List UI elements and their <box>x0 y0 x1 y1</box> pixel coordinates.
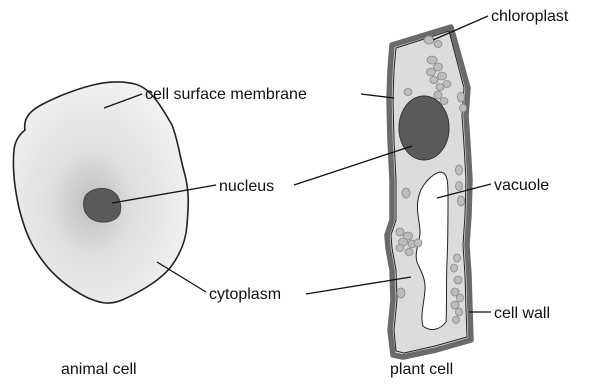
chloroplast <box>396 228 404 236</box>
chloroplast <box>434 91 442 99</box>
chloroplast <box>456 308 463 316</box>
chloroplast <box>396 245 404 252</box>
chloroplast <box>458 196 465 206</box>
chloroplast <box>427 68 436 76</box>
chloroplast <box>454 276 462 284</box>
chloroplast <box>427 56 437 64</box>
chloroplast <box>458 92 465 102</box>
label-cytoplasm: cytoplasm <box>209 286 281 303</box>
chloroplast <box>457 294 464 302</box>
label-cell-surface-membrane: cell surface membrane <box>145 86 307 103</box>
chloroplast <box>456 165 463 175</box>
chloroplast <box>443 81 451 88</box>
chloroplast <box>451 264 458 272</box>
chloroplast <box>397 288 405 298</box>
chloroplast <box>434 41 442 48</box>
captions: animal cell plant cell <box>61 361 453 378</box>
label-chloroplast: chloroplast <box>491 8 569 25</box>
chloroplast <box>405 249 413 256</box>
caption-animal-cell: animal cell <box>61 361 137 378</box>
caption-plant-cell: plant cell <box>390 361 453 378</box>
animal-cell <box>13 82 188 303</box>
labels: chloroplast cell surface membrane nucleu… <box>145 8 569 322</box>
chloroplast <box>454 254 461 262</box>
chloroplast <box>414 239 422 247</box>
chloroplast <box>440 98 448 105</box>
animal-nucleus <box>84 188 121 222</box>
plant-nucleus <box>399 96 449 160</box>
chloroplast <box>402 188 410 198</box>
chloroplast <box>456 182 463 191</box>
label-vacuole: vacuole <box>494 177 549 194</box>
chloroplast <box>404 89 412 96</box>
chloroplast <box>424 36 434 44</box>
leader-cytoplasm-animal <box>157 262 206 292</box>
chloroplast <box>460 104 467 112</box>
label-nucleus: nucleus <box>219 178 274 195</box>
chloroplast <box>430 77 438 84</box>
label-cell-wall: cell wall <box>494 305 550 322</box>
chloroplast <box>453 317 460 324</box>
chloroplast <box>438 72 447 80</box>
